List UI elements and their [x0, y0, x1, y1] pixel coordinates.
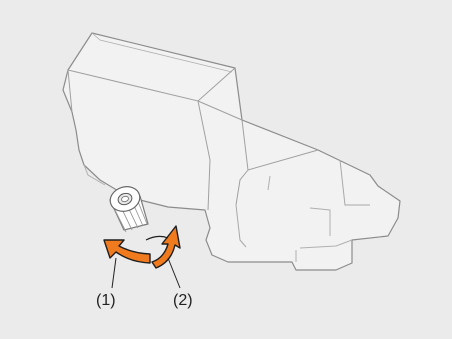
arrow-1-body	[104, 240, 150, 263]
callout-label-1: (1)	[96, 292, 116, 309]
housing-outline	[63, 33, 400, 270]
leader-line-1	[112, 258, 116, 288]
counter-clockwise-arrow-icon	[104, 240, 150, 263]
leader-line-2	[168, 258, 180, 288]
clockwise-arrow-icon	[146, 226, 180, 268]
device-body	[63, 33, 400, 270]
callout-label-2: (2)	[173, 292, 193, 309]
arrow-2-body	[152, 226, 180, 268]
